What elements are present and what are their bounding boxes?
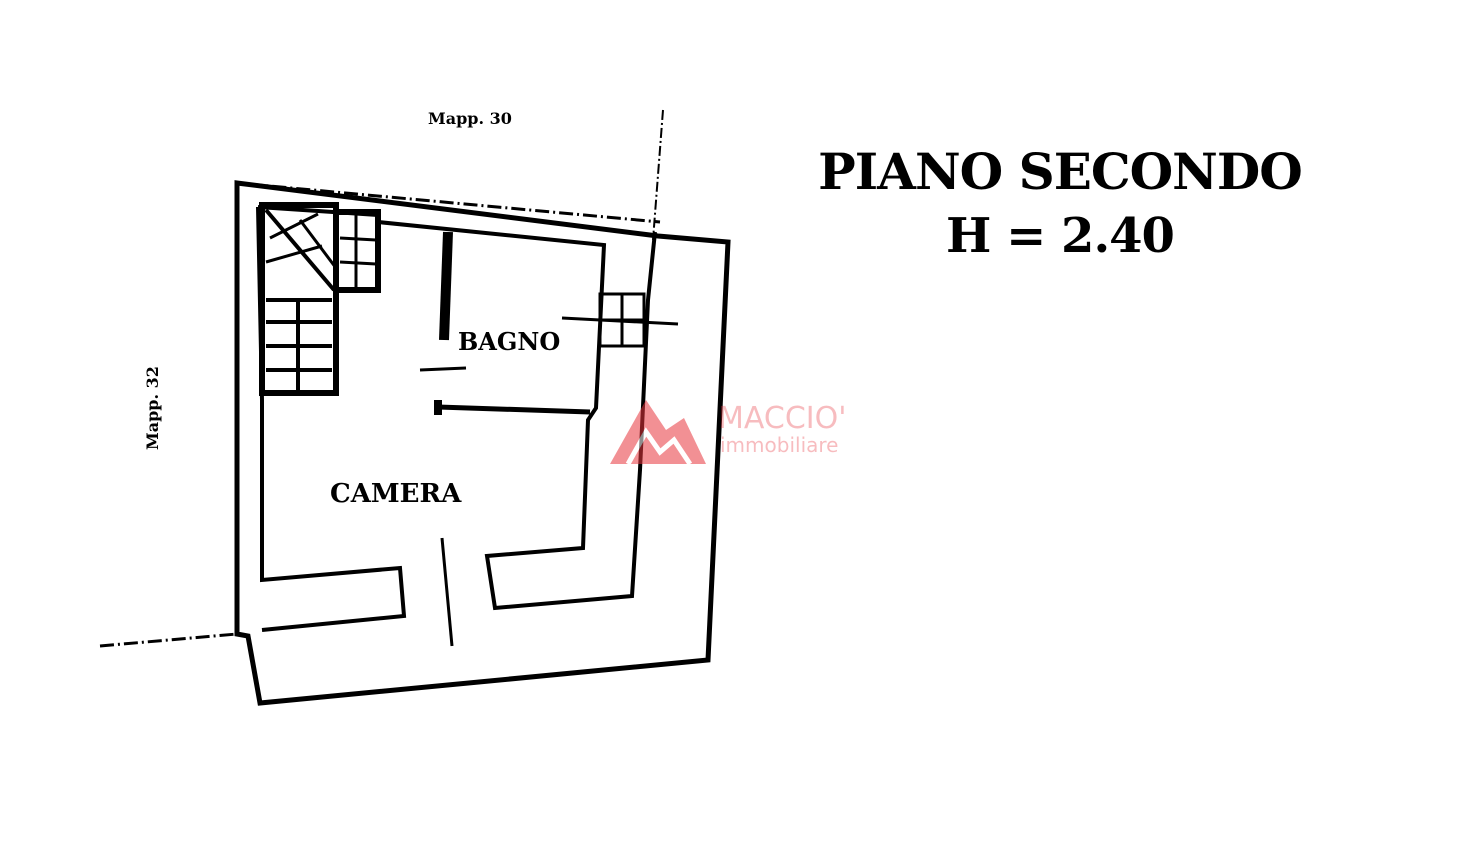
staircase xyxy=(259,202,381,396)
bathroom-wall xyxy=(419,231,591,415)
window xyxy=(561,292,679,348)
bedroom-label: CAMERA xyxy=(330,479,462,509)
boundary-line-north xyxy=(652,109,664,241)
logo-mountain-icon xyxy=(610,400,706,464)
watermark-logo: MACCIO' immobiliare xyxy=(610,400,846,466)
inner-wall-bedroom xyxy=(256,206,407,632)
parcel-label-left: Mapp. 32 xyxy=(143,366,162,450)
floor-height-label: H = 2.40 xyxy=(946,208,1175,264)
watermark-name: MACCIO' xyxy=(718,401,846,436)
outer-wall xyxy=(234,180,731,706)
bedroom-door-line xyxy=(440,537,454,647)
bath-label: BAGNO xyxy=(458,327,560,356)
floor-title: PIANO SECONDO xyxy=(818,142,1303,201)
parcel-label-top: Mapp. 30 xyxy=(428,109,512,128)
watermark-subtitle: immobiliare xyxy=(720,433,838,457)
